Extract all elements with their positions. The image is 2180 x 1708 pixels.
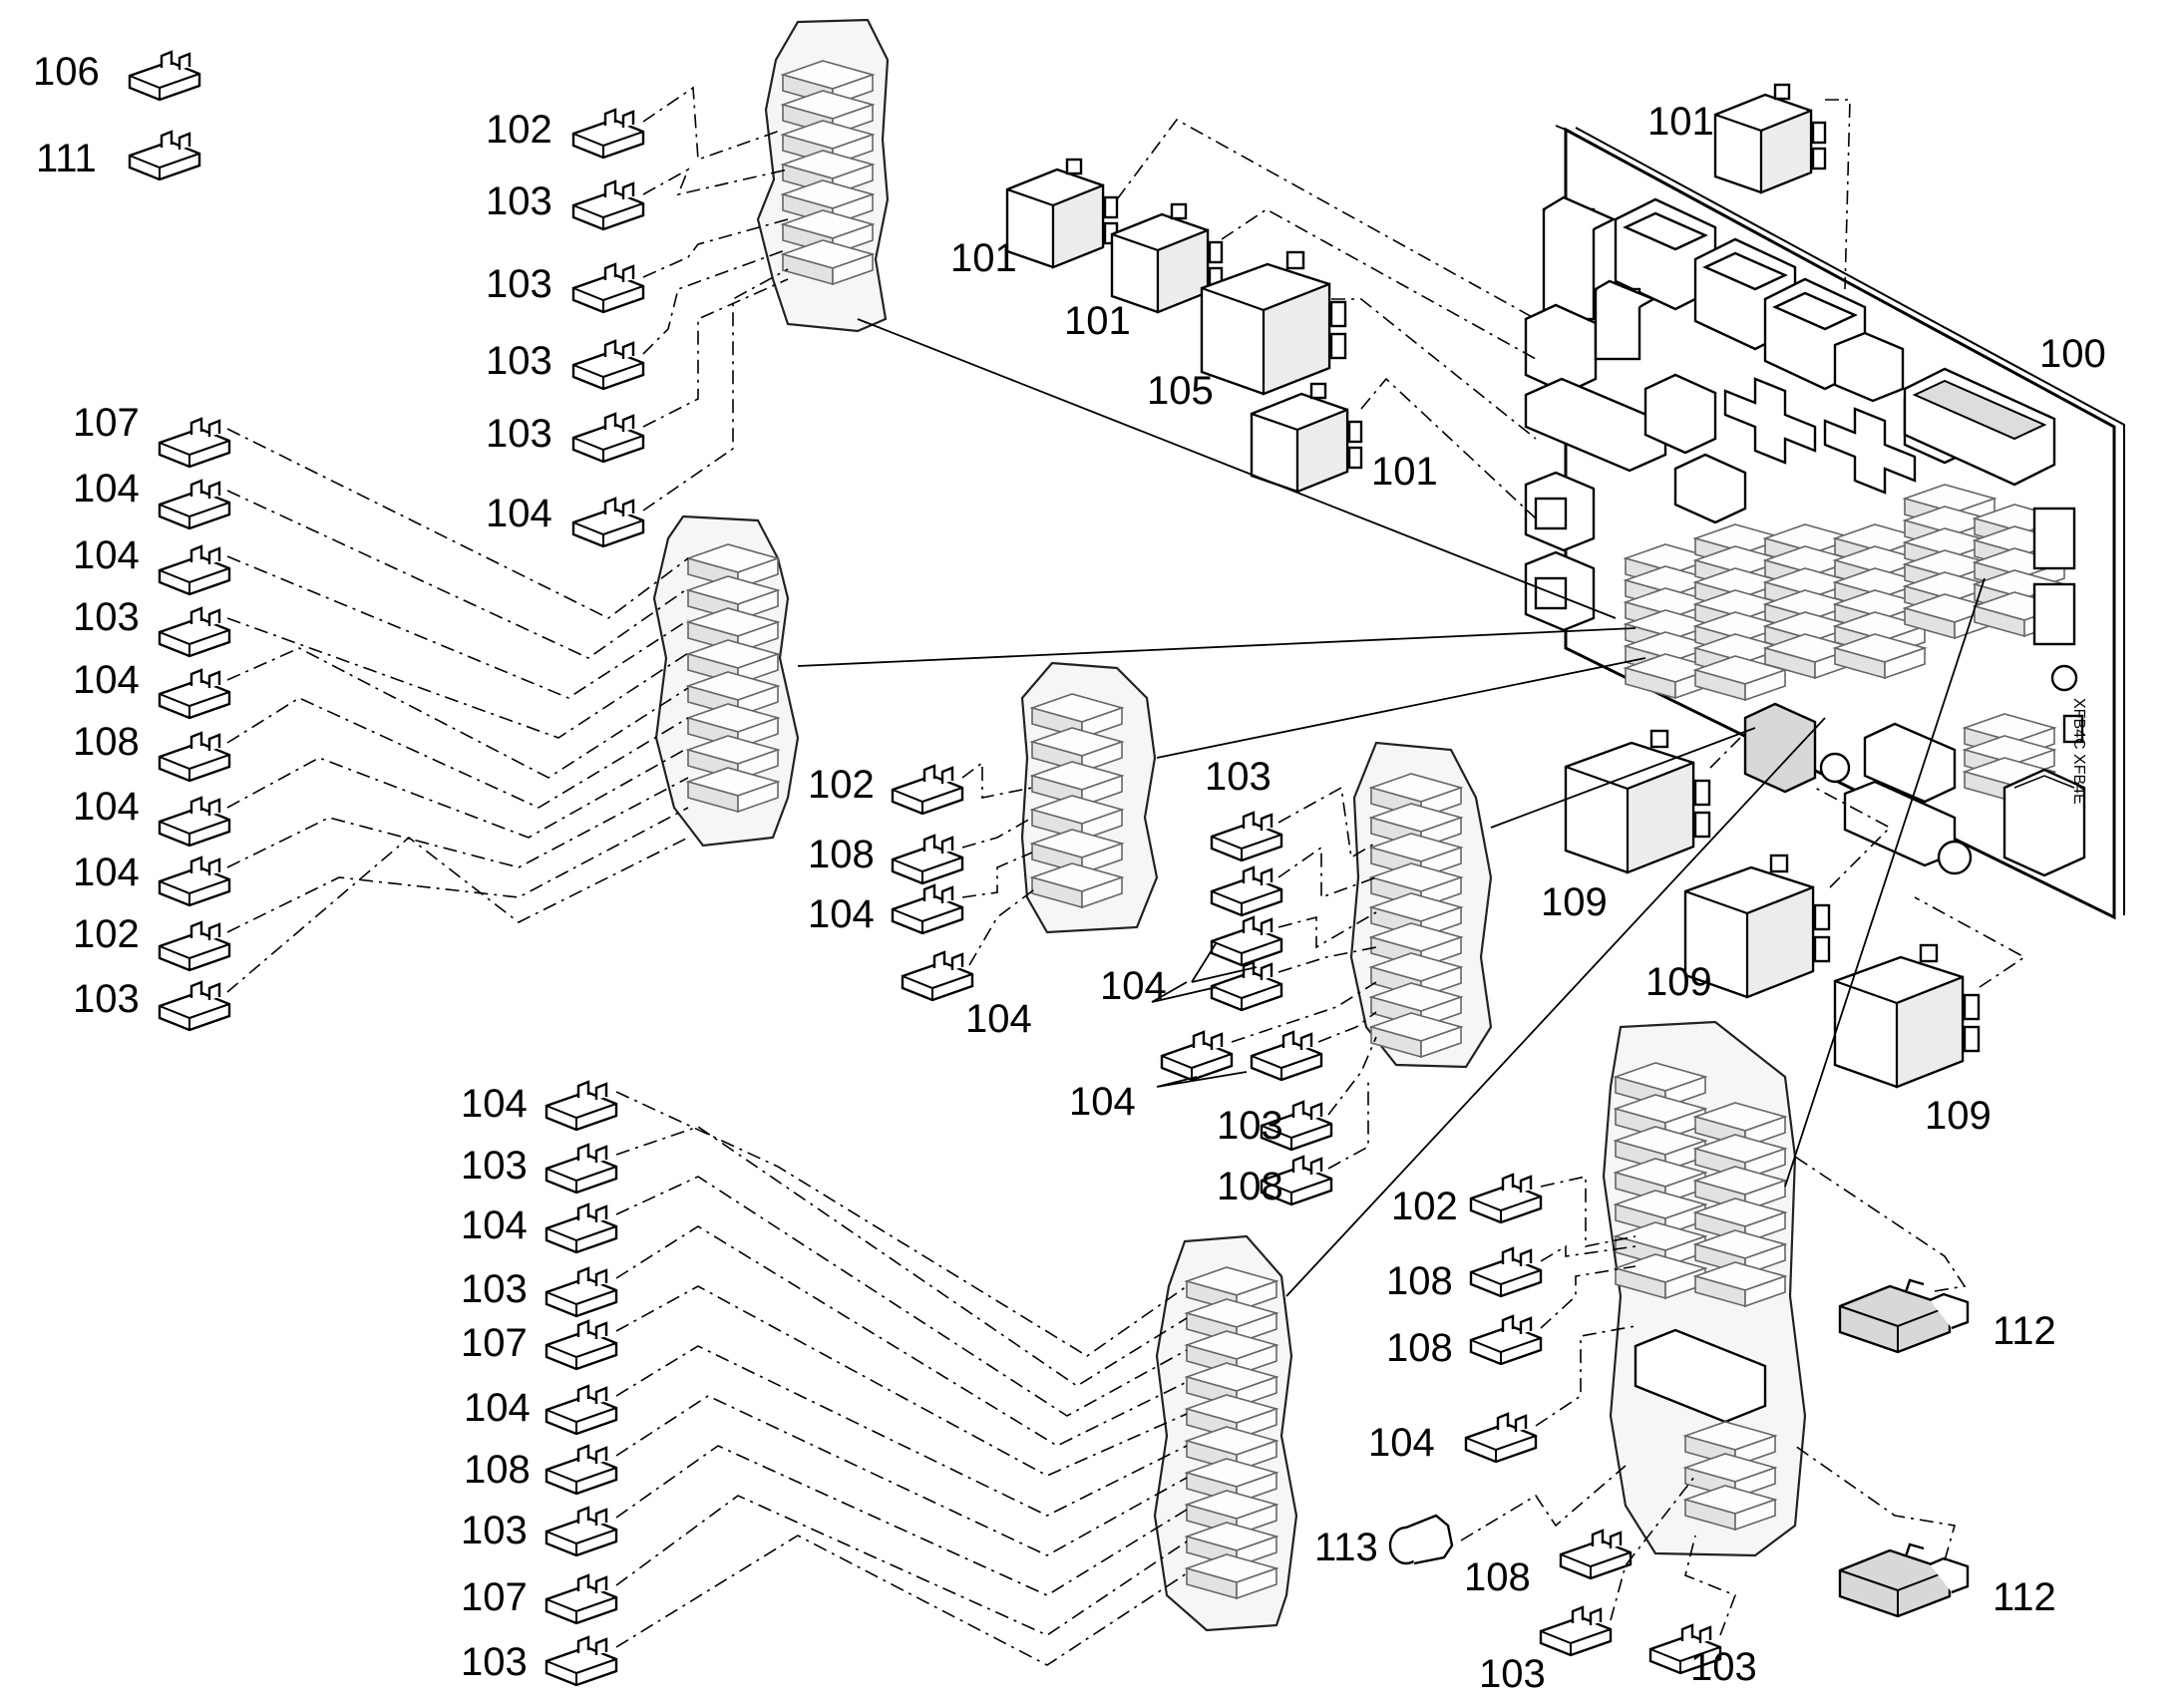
callout-104: 104 [73,467,140,511]
housing-connector-lines [797,318,1986,1297]
callout-104: 104 [808,892,875,936]
callout-104: 104 [464,1386,531,1430]
callout-113: 113 [1314,1526,1378,1569]
callout-104: 104 [965,997,1032,1041]
fuse-holder-top [756,18,890,333]
callout-103: 103 [461,1509,528,1552]
callout-101: 101 [1371,450,1438,494]
fuse-holder-bottom [1153,1234,1298,1632]
svg-text:XFB4C XFB4E: XFB4C XFB4E [2070,698,2087,805]
callout-103: 103 [486,339,552,383]
callout-103: 103 [1217,1104,1283,1148]
callout-102: 102 [486,108,552,152]
callout-104: 104 [73,851,140,894]
callout-100: 100 [2039,332,2106,376]
callout-104: 104 [73,533,140,577]
callout-103: 103 [486,179,552,223]
callout-107: 107 [73,401,140,445]
maxi-fuse-112-a [1838,1278,1970,1354]
fuse-box-board: XFB4C XFB4E [1524,125,2125,920]
callout-102: 102 [73,912,140,956]
callout-108: 108 [1386,1326,1453,1370]
callout-101: 101 [1064,299,1131,343]
callout-104: 104 [73,658,140,702]
callout-109: 109 [1645,960,1712,1004]
callout-103: 103 [461,1640,528,1684]
callout-labels: 106 111 102 103 103 103 103 104 107 104 … [33,50,2106,1696]
callout-112: 112 [1993,1309,2056,1353]
relay-109-a [1564,729,1711,874]
callout-103: 103 [486,412,552,456]
callout-104: 104 [461,1082,528,1126]
fuse-holder-middle [1020,661,1159,934]
callout-106: 106 [33,50,100,94]
callout-111: 111 [36,137,97,180]
callout-104: 104 [486,492,552,535]
callout-103: 103 [1690,1645,1757,1689]
callout-109: 109 [1925,1094,1992,1138]
callout-101: 101 [950,236,1017,280]
relay-101-a [1005,158,1119,269]
callout-108: 108 [1464,1555,1531,1599]
callout-brackets [1151,941,1258,1088]
maxi-fuse-112-b [1838,1542,1970,1618]
relay-101-c [1250,382,1363,494]
fuse-holder-lower-right [1602,1020,1807,1557]
callout-112: 112 [1993,1575,2056,1619]
relay-101-d [1713,83,1827,194]
fuse-holder-right-middle [1349,741,1493,1069]
callout-104: 104 [1069,1080,1136,1124]
callout-108: 108 [1386,1259,1453,1303]
callout-108: 108 [73,720,140,764]
callout-103: 103 [461,1267,528,1311]
fuse-holder-left [652,514,800,848]
callout-105: 105 [1147,369,1214,413]
relay-105 [1200,250,1347,396]
callout-103: 103 [461,1144,528,1188]
callout-103: 103 [1479,1652,1546,1696]
callout-104: 104 [461,1203,528,1247]
callout-107: 107 [461,1321,528,1365]
callout-107: 107 [461,1575,528,1619]
callout-108: 108 [1217,1165,1283,1208]
callout-103: 103 [73,977,140,1021]
callout-102: 102 [808,763,875,807]
relay-leader-lines [1116,99,2026,988]
fuse-leader-lines [226,86,1967,1666]
bulb-113 [1388,1514,1454,1565]
callout-103: 103 [1205,755,1272,799]
callout-101: 101 [1647,100,1714,144]
callout-103: 103 [73,595,140,639]
callout-102: 102 [1391,1185,1458,1228]
callout-108: 108 [464,1448,531,1492]
callout-108: 108 [808,833,875,876]
callout-104: 104 [1368,1421,1435,1465]
callout-109: 109 [1541,880,1608,924]
callout-104: 104 [73,785,140,829]
callout-103: 103 [486,262,552,306]
